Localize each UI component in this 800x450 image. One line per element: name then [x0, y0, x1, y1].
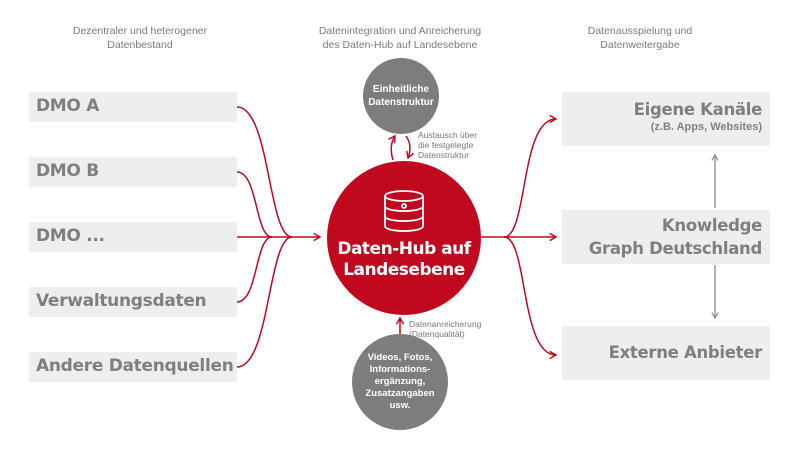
- database-icon: [384, 190, 424, 232]
- line-dmo-b: [236, 171, 273, 238]
- source-box-andere: Andere Datenquellen: [29, 352, 237, 382]
- exchange-arrow-down: [405, 135, 415, 160]
- exchange-note-line: Austausch über: [418, 130, 478, 140]
- source-box-dmo-b: DMO B: [29, 157, 237, 187]
- enrichment-node-line: Informations-: [369, 364, 431, 375]
- line-externe: [503, 236, 558, 360]
- output-box-knowledge-graph: Knowledge Graph Deutschland: [562, 210, 770, 264]
- output-title-line2: Graph Deutschland: [588, 239, 763, 258]
- exchange-note: Austausch über die festgelegte Datenstru…: [418, 130, 477, 160]
- exchange-note-line: die festgelegte: [418, 140, 474, 150]
- output-title-line1: Knowledge: [661, 216, 762, 235]
- output-box-eigene-kanaele: Eigene Kanäle (z.B. Apps, Websites): [562, 92, 770, 146]
- source-label: DMO ...: [36, 226, 105, 246]
- left-heading-line2: Datenbestand: [107, 39, 173, 51]
- enrichment-node-line: Videos, Fotos,: [367, 352, 433, 363]
- left-heading-line1: Dezentraler und heterogener: [72, 25, 208, 37]
- right-heading-line1: Datenausspielung und: [587, 25, 693, 37]
- left-column-heading: Dezentraler und heterogener Datenbestand: [40, 24, 240, 52]
- source-label: DMO B: [36, 161, 99, 181]
- enrichment-node-line: ergänzung,: [374, 376, 426, 387]
- source-label: DMO A: [36, 96, 100, 116]
- source-label: Verwaltungsdaten: [36, 291, 207, 311]
- output-subtitle: (z.B. Apps, Websites): [650, 121, 762, 133]
- structure-node: Einheitliche Datenstruktur: [363, 58, 439, 134]
- exchange-arrow-up: [388, 134, 396, 161]
- center-heading-line1: Datenintegration und Anreicherung: [318, 25, 482, 37]
- line-andere: [236, 236, 293, 368]
- enrichment-node-line: Zusatzangaben: [365, 388, 435, 399]
- source-box-verwaltungsdaten: Verwaltungsdaten: [29, 287, 237, 317]
- output-box-externe-anbieter: Externe Anbieter: [562, 326, 770, 380]
- output-title: Eigene Kanäle: [633, 100, 763, 119]
- center-heading-line2: des Daten-Hub auf Landesebene: [322, 39, 478, 51]
- hub-title-line1: Daten-Hub auf: [337, 239, 471, 259]
- hub-title-line2: Landesebene: [343, 260, 465, 280]
- enrichment-note-line: (Datenqualität): [409, 329, 465, 339]
- enrichment-note: Datenanreicherung (Datenqualität): [409, 319, 481, 339]
- line-eigene: [503, 114, 558, 238]
- enrichment-node-line: usw.: [389, 400, 411, 411]
- source-label: Andere Datenquellen: [36, 356, 234, 376]
- source-box-dmo-a: DMO A: [29, 92, 237, 122]
- line-dmo-a: [236, 106, 293, 238]
- structure-node-line2: Datenstruktur: [368, 97, 434, 108]
- center-column-heading: Datenintegration und Anreicherung des Da…: [290, 24, 510, 52]
- data-hub: Daten-Hub auf Landesebene: [327, 161, 481, 315]
- source-box-dmo-etc: DMO ...: [29, 222, 237, 252]
- structure-node-line1: Einheitliche: [372, 84, 430, 95]
- output-title: Externe Anbieter: [608, 343, 763, 362]
- exchange-note-line: Datenstruktur: [418, 150, 470, 160]
- enrichment-node: Videos, Fotos, Informations- ergänzung, …: [352, 334, 448, 430]
- line-verwaltung: [236, 236, 273, 303]
- right-heading-line2: Datenweitergabe: [600, 39, 680, 51]
- right-column-heading: Datenausspielung und Datenweitergabe: [560, 24, 720, 52]
- enrichment-note-line: Datenanreicherung: [409, 319, 482, 329]
